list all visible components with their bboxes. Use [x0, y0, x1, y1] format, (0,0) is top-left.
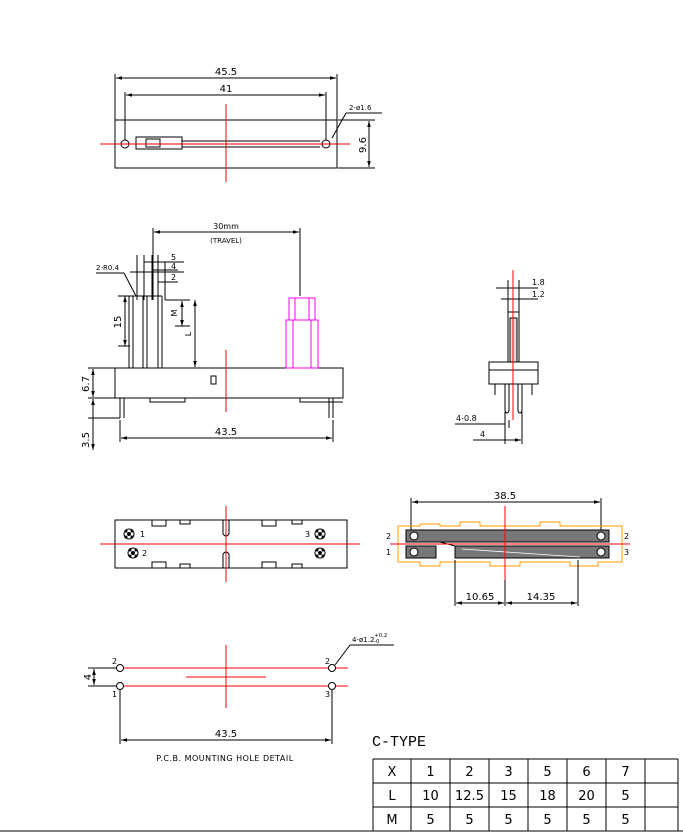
- bottom-pin-1: 1: [140, 530, 145, 539]
- table-cell: 6: [582, 765, 590, 780]
- dim-2: 2: [171, 273, 176, 282]
- dim-M: M: [170, 309, 179, 316]
- table-cell: 5: [621, 789, 629, 804]
- dim-pin-spacing: 4: [480, 430, 485, 439]
- pcb-pin-3: 3: [325, 690, 330, 699]
- side-body-outline: [114, 367, 344, 399]
- table-cell: 5: [543, 765, 551, 780]
- top-knob: [145, 138, 161, 148]
- dim-height: 9.6: [358, 137, 369, 153]
- dim-pcb-hole-spacing: 43.5: [215, 729, 237, 740]
- table-cell: 20: [578, 789, 595, 804]
- terminal-symbol-3: [314, 528, 326, 540]
- pcb-caption: P.C.B. MOUNTING HOLE DETAIL: [156, 754, 294, 763]
- dim-hole-spacing: 41: [220, 84, 233, 95]
- track-centerlines: [390, 506, 630, 580]
- pcb-detail: [88, 644, 394, 744]
- track-terminal-1: [409, 547, 419, 557]
- table-cell: 2: [465, 765, 473, 780]
- bottom-pin-2: 2: [142, 549, 147, 558]
- pcb-hole-tol-minus: -0: [374, 639, 380, 645]
- top-slot: [135, 136, 183, 150]
- table-cell: 15: [500, 789, 517, 804]
- table-cell: 18: [539, 789, 556, 804]
- travel-note: (TRAVEL): [210, 237, 242, 245]
- pcb-pin-2-right: 2: [325, 657, 330, 666]
- bottom-centerlines: [100, 506, 360, 582]
- top-centerlines: [100, 104, 350, 182]
- table-cell: 12.5: [455, 789, 484, 804]
- terminal-symbol-1: [123, 528, 135, 540]
- track-pin-1: 1: [386, 548, 391, 557]
- pcb-pin-2-left: 2: [112, 657, 117, 666]
- pcb-outline: [397, 521, 623, 567]
- dim-1-2: 1.2: [532, 290, 545, 299]
- ctype-title: C-TYPE: [372, 734, 426, 751]
- dim-6-7: 6.7: [81, 376, 92, 392]
- side-view: [88, 228, 344, 450]
- radius-note: 2-R0.4: [96, 264, 120, 272]
- track-view: [397, 498, 623, 606]
- table-row-header: X: [388, 765, 397, 780]
- dim-travel: 30mm: [213, 222, 239, 231]
- track-pin-3: 3: [624, 548, 629, 557]
- table-cell: 5: [465, 813, 473, 828]
- track-terminal-2b: [596, 531, 606, 541]
- table-cell: 5: [504, 813, 512, 828]
- hole-leader: [331, 112, 347, 139]
- dim-L: L: [184, 331, 193, 336]
- dim-5: 5: [171, 253, 176, 262]
- table-cell: 7: [621, 765, 629, 780]
- dim-15: 15: [113, 316, 124, 329]
- table-cell: 3: [504, 765, 512, 780]
- pcb-hole-2-right: [328, 664, 336, 672]
- pcb-hole-3: [328, 682, 336, 690]
- pcb-pin-1: 1: [112, 690, 117, 699]
- pcb-hole-2-left: [116, 664, 124, 672]
- dim-43-5-side: 43.5: [215, 427, 237, 438]
- table-cell: 10: [422, 789, 439, 804]
- track-terminal-2: [409, 531, 419, 541]
- dim-1-8: 1.8: [532, 278, 545, 287]
- dim-track-length: 38.5: [494, 491, 516, 502]
- bottom-pin-3: 3: [305, 530, 310, 539]
- pin-note: 4-0.8: [456, 414, 477, 423]
- track-terminal-3: [596, 547, 606, 557]
- table-cell: 5: [582, 813, 590, 828]
- top-view: [114, 74, 382, 169]
- terminal-symbol-2: [127, 547, 139, 559]
- resistive-track-upper: [405, 529, 610, 543]
- pcb-hole-tol-plus: +0.2: [374, 633, 387, 639]
- dim-right-segment: 14.35: [527, 592, 556, 603]
- dim-pcb-row-spacing: 4: [83, 674, 94, 680]
- dim-overall-width: 45.5: [215, 67, 237, 78]
- table-row-header: M: [386, 813, 397, 828]
- side-window: [210, 375, 217, 385]
- terminal-symbol-4: [314, 547, 326, 559]
- table-cell: 1: [426, 765, 434, 780]
- resistive-track-lower: [454, 545, 610, 559]
- track-pin-2-left: 2: [386, 532, 391, 541]
- table-cell: 5: [543, 813, 551, 828]
- dim-3-5: 3.5: [81, 432, 92, 448]
- table-cell: 5: [426, 813, 434, 828]
- dim-left-segment: 10.65: [466, 592, 495, 603]
- actuator-lever: [285, 297, 319, 369]
- hole-note: 2-ø1.6: [349, 104, 372, 112]
- pcb-hole-note: 4-ø1.2: [352, 636, 374, 644]
- dim-4: 4: [171, 262, 176, 271]
- pcb-hole-1: [116, 682, 124, 690]
- table-row-header: L: [388, 789, 396, 804]
- table-cell: 5: [621, 813, 629, 828]
- track-pin-2-right: 2: [624, 532, 629, 541]
